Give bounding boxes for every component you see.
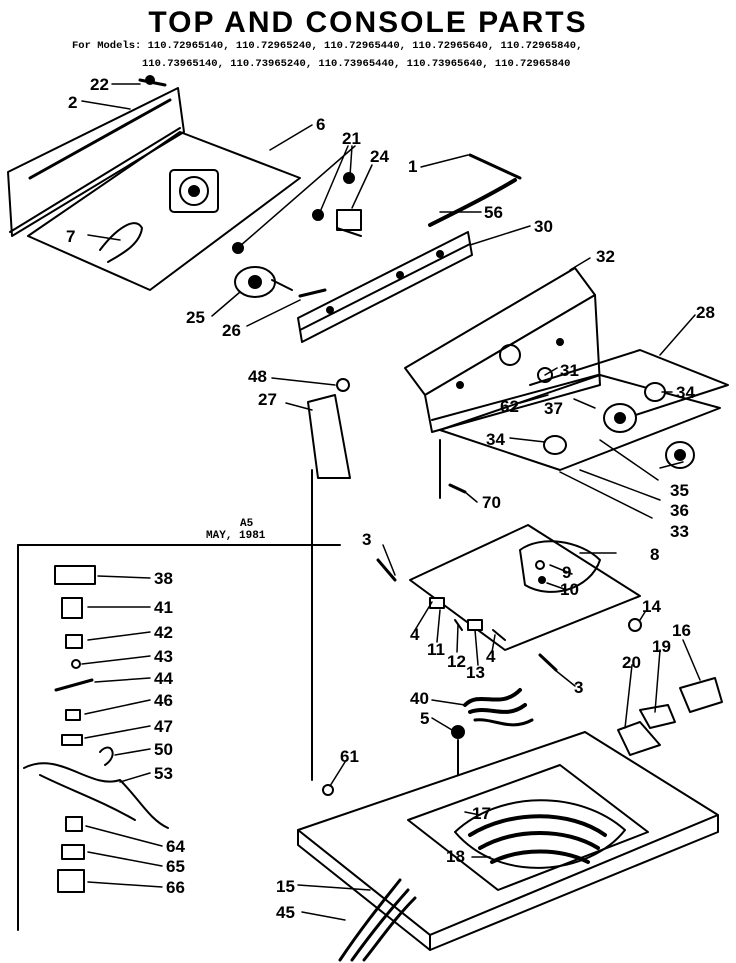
callout-34-left: 34 <box>486 430 505 449</box>
console-tray-outline <box>27 131 301 291</box>
callout-25: 25 <box>186 308 205 327</box>
callout-20: 20 <box>622 653 641 672</box>
bumper <box>628 618 642 632</box>
bracket-screw <box>336 378 350 392</box>
lamp-socket-wire <box>428 153 522 227</box>
callout-33: 33 <box>670 522 689 541</box>
callout-12: 12 <box>447 652 466 671</box>
control-knobs <box>543 382 695 469</box>
callout-37: 37 <box>544 399 563 418</box>
callout-43: 43 <box>154 647 173 666</box>
callout-56: 56 <box>484 203 503 222</box>
bottom-harness <box>338 878 417 962</box>
callout-4-left: 4 <box>410 625 420 644</box>
callout-65: 65 <box>166 857 185 876</box>
wire-harness <box>463 688 534 727</box>
callout-45: 45 <box>276 903 295 922</box>
callout-17: 17 <box>472 804 491 823</box>
callout-4-right: 4 <box>486 647 496 666</box>
knob-bezel-plate <box>439 349 729 471</box>
callout-6: 6 <box>316 115 325 134</box>
callout-21: 21 <box>342 129 361 148</box>
callout-41: 41 <box>154 598 173 617</box>
callout-30: 30 <box>534 217 553 236</box>
model-list-line-2: 110.73965140, 110.73965240, 110.73965440… <box>142 58 571 70</box>
callout-16: 16 <box>672 621 691 640</box>
callout-44: 44 <box>154 669 173 688</box>
callout-15: 15 <box>276 877 295 896</box>
console-rail <box>297 231 473 343</box>
callout-53: 53 <box>154 764 173 783</box>
callout-31: 31 <box>560 361 579 380</box>
console-mounting-screw <box>439 439 467 499</box>
callout-36: 36 <box>670 501 689 520</box>
diagram-title: TOP AND CONSOLE PARTS <box>148 6 588 39</box>
callout-11: 11 <box>427 640 445 659</box>
back-panel <box>7 87 185 237</box>
callout-3-upper: 3 <box>362 530 371 549</box>
hinge-screws <box>376 558 558 672</box>
switch-mount-screw <box>298 288 327 298</box>
callout-62: 62 <box>500 397 519 416</box>
callout-50: 50 <box>154 740 173 759</box>
leader-lines <box>81 83 701 921</box>
callout-38: 38 <box>154 569 173 588</box>
callout-46: 46 <box>154 691 173 710</box>
model-list-line-1: For Models: 110.72965140, 110.72965240, … <box>72 40 583 52</box>
callout-19: 19 <box>652 637 671 656</box>
callout-34-right: 34 <box>676 383 695 402</box>
callout-22: 22 <box>90 75 109 94</box>
callout-61: 61 <box>340 747 359 766</box>
lid-switch-assembly <box>617 677 723 756</box>
harness-clip <box>99 222 143 263</box>
callout-27: 27 <box>258 390 277 409</box>
callout-47: 47 <box>154 717 173 736</box>
main-top <box>409 524 641 651</box>
callout-28: 28 <box>696 303 715 322</box>
service-parts-inset <box>17 544 341 931</box>
console-screws <box>232 172 355 254</box>
date-stamp: MAY, 1981 <box>206 530 266 542</box>
console-end-bracket <box>307 394 351 781</box>
rotary-switch <box>234 266 293 298</box>
callout-14: 14 <box>642 597 661 616</box>
callout-40: 40 <box>410 689 429 708</box>
inset-parts <box>23 565 169 893</box>
callout-2: 2 <box>68 93 77 112</box>
console-panel <box>404 267 601 433</box>
callout-labels: 22 2 6 21 24 1 56 30 7 25 26 32 28 48 27… <box>66 75 715 922</box>
callout-13: 13 <box>466 663 485 682</box>
timer-assembly <box>169 169 219 213</box>
callout-26: 26 <box>222 321 241 340</box>
callout-1: 1 <box>408 157 417 176</box>
push-switch <box>336 209 362 237</box>
callout-3-lower: 3 <box>574 678 583 697</box>
date-stamp-top: A5 <box>240 518 254 530</box>
callout-64: 64 <box>166 837 185 856</box>
callout-48: 48 <box>248 367 267 386</box>
callout-7: 7 <box>66 227 75 246</box>
cabinet-top <box>297 731 719 951</box>
callout-35: 35 <box>670 481 689 500</box>
callout-42: 42 <box>154 623 173 642</box>
callout-70: 70 <box>482 493 501 512</box>
callout-8: 8 <box>650 545 659 564</box>
panel-screw <box>138 75 167 87</box>
callout-66: 66 <box>166 878 185 897</box>
callout-10: 10 <box>560 580 579 599</box>
callout-24: 24 <box>370 147 389 166</box>
callout-5: 5 <box>420 709 429 728</box>
callout-9: 9 <box>562 563 571 582</box>
callout-18: 18 <box>446 847 465 866</box>
callout-32: 32 <box>596 247 615 266</box>
